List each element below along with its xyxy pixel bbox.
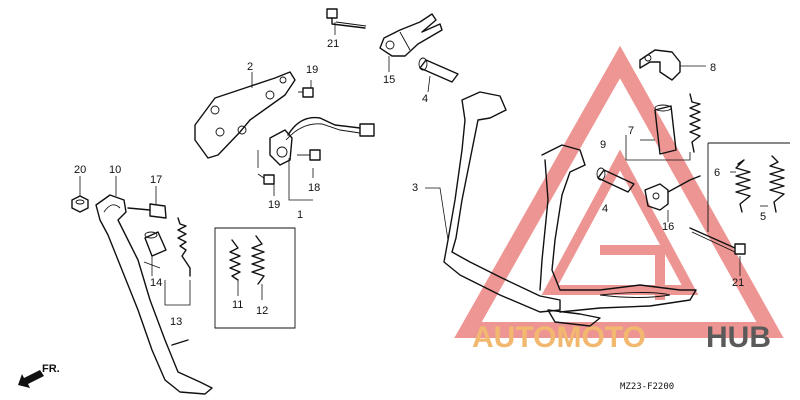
callout-7: 7	[628, 125, 634, 137]
main-stand-3	[443, 91, 697, 327]
bracket-15	[379, 13, 443, 57]
front-arrow-icon: FR.	[18, 363, 60, 388]
callout-10: 10	[109, 164, 121, 176]
callout-21-top: 21	[327, 38, 339, 50]
callout-2: 2	[247, 61, 253, 73]
callout-19-upper: 19	[306, 64, 318, 76]
bolt-17	[127, 203, 167, 219]
callout-17: 17	[150, 174, 162, 186]
watermark-part2: HUB	[706, 321, 771, 354]
callout-16: 16	[662, 221, 674, 233]
callout-18: 18	[308, 182, 320, 194]
callout-11: 11	[232, 299, 243, 311]
watermark-logo-icon	[454, 45, 784, 338]
springs-box	[214, 227, 296, 329]
hook-plate-8	[639, 49, 681, 81]
callout-labels: 21 15 4 2 19 18 19 1 20 10 17 14 13 11 1…	[74, 38, 766, 328]
callout-8: 8	[710, 62, 716, 74]
callout-5: 5	[760, 211, 766, 223]
callout-13: 13	[170, 316, 182, 328]
collar-4-top	[418, 57, 459, 83]
springs-box-right	[707, 142, 790, 232]
bracket-16	[644, 175, 701, 211]
callout-9: 9	[600, 139, 606, 151]
watermark-text: AUTOMOTO HUB	[472, 321, 771, 354]
diagram-code: MZ23-F2200	[620, 382, 674, 392]
callout-15: 15	[383, 74, 395, 86]
spring-13-small	[177, 217, 191, 277]
callout-14: 14	[150, 277, 162, 289]
bolt-21-top	[326, 8, 367, 29]
callout-4-top: 4	[422, 93, 428, 105]
bolt-21-right	[689, 227, 746, 255]
callout-6: 6	[714, 167, 720, 179]
watermark-part1: AUTOMOTO	[472, 321, 646, 354]
callout-20: 20	[74, 164, 86, 176]
collar-7	[654, 104, 677, 155]
callout-12: 12	[256, 305, 268, 317]
bolt-19-lower	[257, 173, 275, 185]
front-label: FR.	[42, 363, 60, 375]
collar-4-lower	[596, 167, 635, 193]
spring-9	[689, 93, 701, 153]
callout-21-right: 21	[732, 277, 744, 289]
nut-20	[71, 195, 89, 213]
collar-14	[144, 231, 167, 257]
bolt-19-upper	[298, 87, 314, 98]
bolt-18	[297, 149, 321, 161]
callout-4-lower: 4	[602, 203, 608, 215]
callout-19-lower: 19	[268, 199, 280, 211]
side-stand-switch	[269, 116, 375, 166]
callout-1: 1	[297, 209, 303, 221]
leader-lines	[79, 22, 768, 306]
callout-3: 3	[412, 182, 418, 194]
side-stand-10	[95, 194, 213, 395]
bracket-2	[194, 71, 296, 159]
